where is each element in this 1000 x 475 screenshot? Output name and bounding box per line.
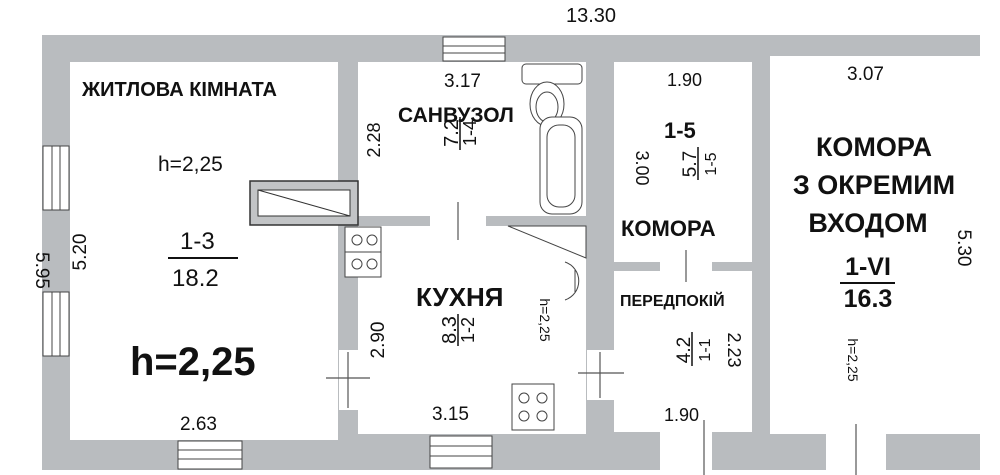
stove-fixture [511,383,555,431]
window-left-lower [42,291,70,357]
kitchen-height: h=2,25 [537,298,553,341]
separate-storage-number: 1-VI [845,253,891,281]
overall-height-label: 5.95 [31,252,52,289]
living-dim-left: 5.20 [70,234,91,271]
kitchen-dim-left: 2.90 [368,322,389,359]
bathroom-dim-top: 3.17 [444,71,481,92]
hallway-area: 4.2 [674,337,695,363]
living-dim-bottom: 2.63 [180,414,217,435]
overall-width-label: 13.30 [566,5,616,27]
window-left-upper [42,145,70,211]
toilet-fixture [521,63,583,127]
kitchen-number: 1-2 [458,317,478,343]
storage-dim-top: 1.90 [667,70,702,90]
separate-storage-area: 16.3 [844,285,893,313]
window-bottom-living [177,440,243,470]
hallway-number: 1-1 [697,338,714,361]
boiler-fixture [507,225,587,301]
hallway-dim-bottom: 1.90 [664,405,699,425]
separate-storage-title-1: КОМОРА [816,132,932,162]
living-height-small: h=2,25 [158,153,223,176]
storage-title: КОМОРА [621,216,716,241]
living-height-large: h=2,25 [130,340,256,384]
living-area: 18.2 [172,265,219,292]
separate-storage-dim-top: 3.07 [847,64,884,85]
bathroom-area: 7.2 [441,119,463,147]
window-top [442,36,506,62]
sink-fixture [344,226,382,278]
room-separate-storage [770,56,980,434]
storage-area: 5.7 [680,151,701,177]
hallway-title: ПЕРЕДПОКІЙ [620,291,725,310]
storage-number: 1-5 [703,152,720,175]
bathroom-title: САНВУЗОЛ [398,104,514,127]
kitchen-area: 8.3 [439,316,461,344]
separate-storage-height: h=2,25 [845,338,861,381]
separate-storage-dim-right: 5.30 [953,230,974,267]
separate-storage-title-3: ВХОДОМ [808,208,927,238]
kitchen-dim-bottom: 3.15 [432,404,469,425]
window-bottom-kitchen [429,435,493,469]
bathroom-dim-left: 2.28 [364,122,384,157]
room-living [70,62,338,440]
separate-storage-title-2: З ОКРЕМИМ [793,170,955,200]
bathtub-fixture [539,116,583,215]
storage-code: 1-5 [664,118,696,143]
room-storage [614,62,752,262]
living-title: ЖИТЛОВА КІМНАТА [81,79,277,101]
bathroom-number: 1-4 [460,120,480,146]
kitchen-title: КУХНЯ [416,282,504,312]
hallway-dim-right: 2.23 [724,332,744,367]
room-hallway [614,271,752,432]
chimney [249,180,359,226]
storage-dim-left: 3.00 [632,150,652,185]
living-number: 1-3 [180,228,215,255]
door-entrance [660,432,712,472]
